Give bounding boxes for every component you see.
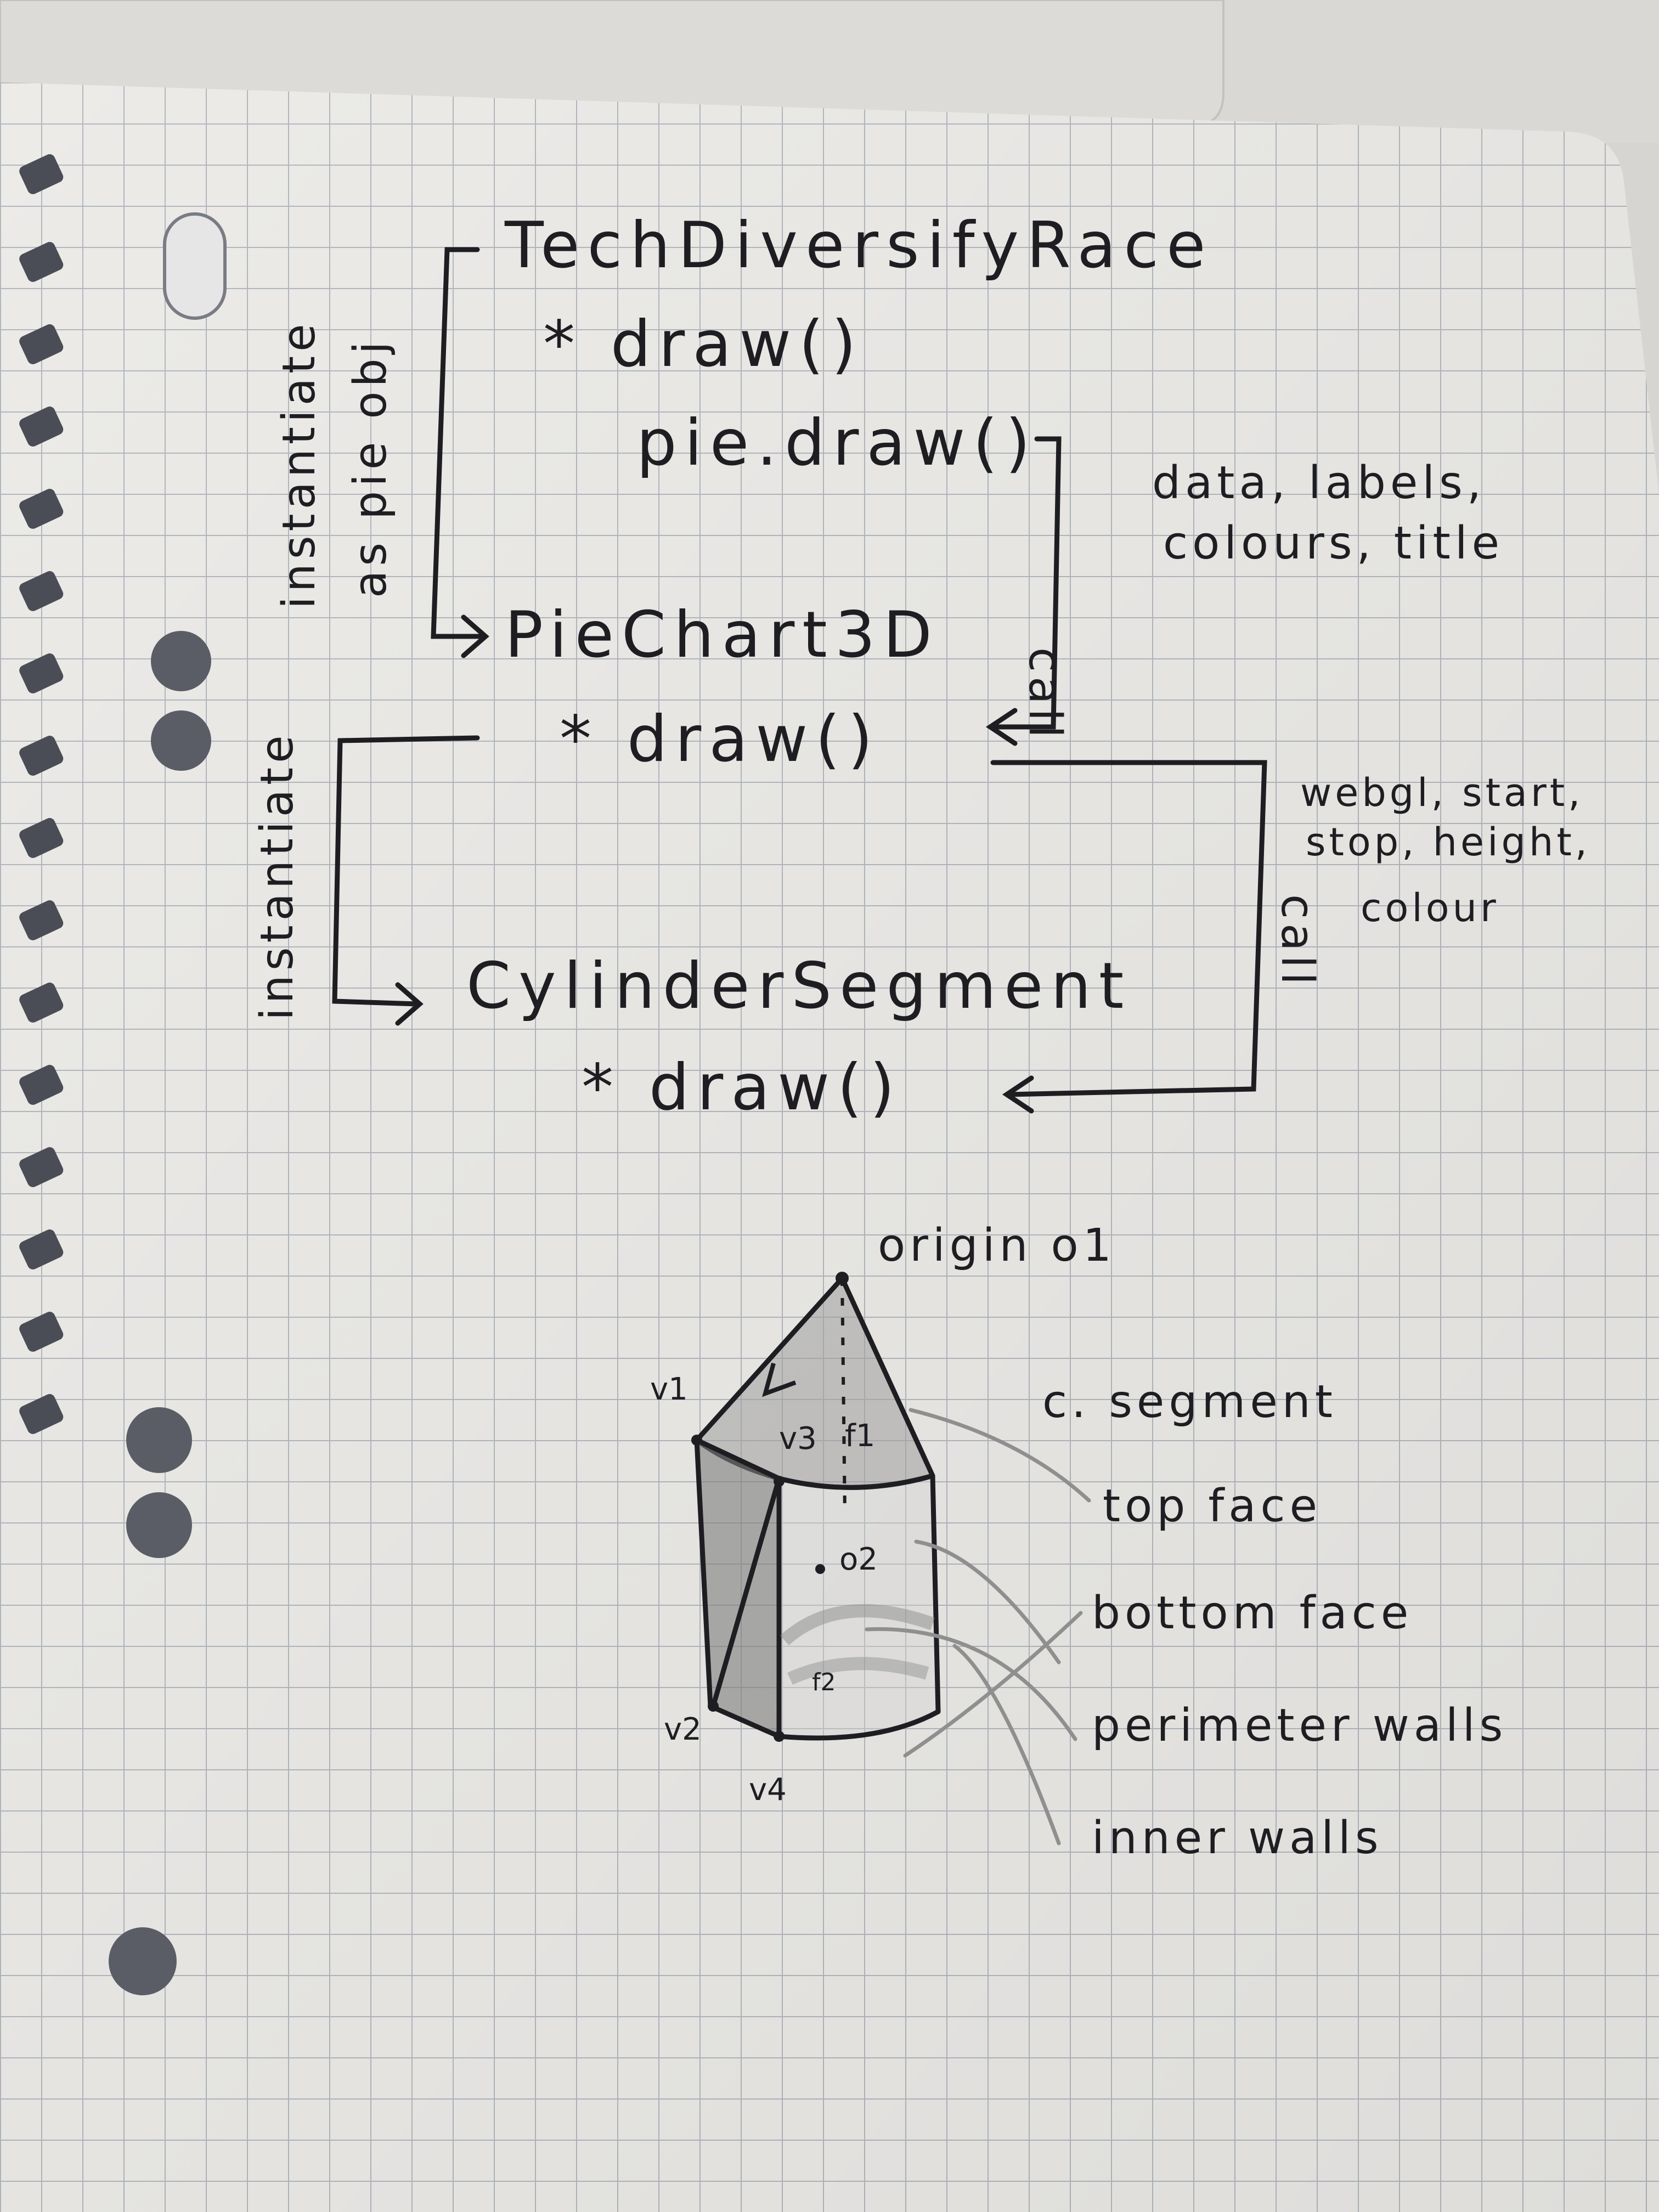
vertex-v3-label: v3 xyxy=(779,1421,817,1457)
cylindersegment-draw-method: * draw() xyxy=(582,1051,902,1125)
vertex-v2-label: v2 xyxy=(664,1712,702,1747)
arrow-instantiate-pie xyxy=(431,247,489,658)
call-label-pie: call xyxy=(1019,647,1071,742)
cyl-draw-params-line2: stop, height, xyxy=(1306,820,1591,865)
piechart3d-draw-method: * draw() xyxy=(560,702,881,776)
vertex-v1-label: v1 xyxy=(650,1372,688,1407)
face-f1-label: f1 xyxy=(845,1418,876,1454)
punch-holes xyxy=(109,212,227,1995)
class-cylindersegment-title: CylinderSegment xyxy=(466,949,1132,1023)
cyl-draw-params-line1: webgl, start, xyxy=(1300,770,1584,815)
as-pie-obj-label: as pie obj xyxy=(345,337,397,598)
legend-c-segment: c. segment xyxy=(1042,1376,1337,1428)
legend-leader-lines xyxy=(865,1408,1091,1846)
instantiate-cylinder-label: instantiate xyxy=(251,731,303,1020)
cyl-draw-params-line3: colour xyxy=(1361,885,1499,930)
arrow-instantiate-cylinder xyxy=(332,735,480,1026)
face-f2-label: f2 xyxy=(812,1668,836,1696)
cylinder-segment-sketch xyxy=(691,1272,941,1742)
arrow-call-cylinder xyxy=(990,760,1267,1114)
legend-bottom-face: bottom face xyxy=(1092,1587,1413,1639)
techdiversifyrace-draw-method: * draw() xyxy=(543,307,864,381)
pie-draw-params-line2: colours, title xyxy=(1163,517,1504,569)
arrow-call-pie xyxy=(985,436,1062,746)
call-label-cylinder: call xyxy=(1271,894,1323,989)
pie-draw-params-line1: data, labels, xyxy=(1152,457,1486,509)
class-piechart3d-title: PieChart3D xyxy=(505,598,940,672)
legend-inner-walls: inner walls xyxy=(1092,1812,1383,1864)
legend-top-face: top face xyxy=(1103,1480,1322,1532)
instantiate-label: instantiate xyxy=(273,319,325,609)
inner-wall xyxy=(694,1437,782,1739)
origin-label: origin o1 xyxy=(878,1220,1116,1272)
pie-draw-call: pie.draw() xyxy=(636,406,1038,480)
class-techdiversifyrace-title: TechDiversifyRace xyxy=(505,208,1214,283)
vertex-v4-label: v4 xyxy=(749,1772,787,1808)
origin-o2-label: o2 xyxy=(839,1542,878,1577)
spiral-binding xyxy=(19,154,64,1434)
legend-perimeter-walls: perimeter walls xyxy=(1092,1700,1508,1752)
